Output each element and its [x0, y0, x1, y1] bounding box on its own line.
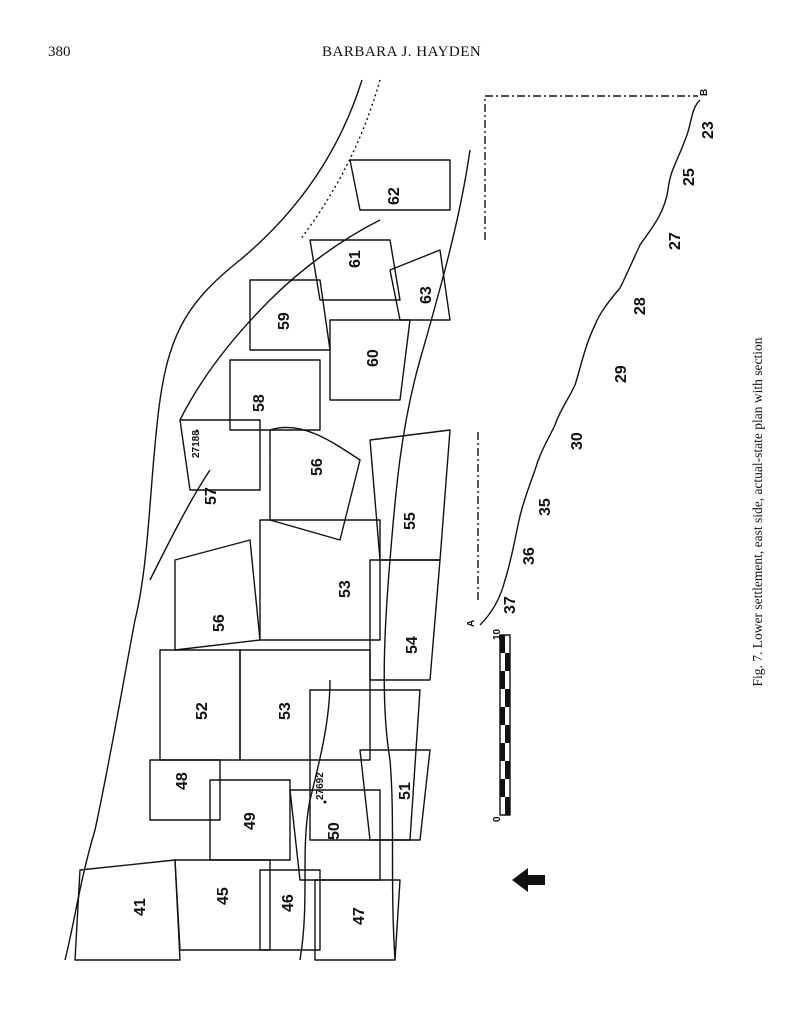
section-number: 28	[632, 297, 649, 315]
plan-outlines	[64, 79, 701, 961]
section-profile	[479, 99, 701, 626]
room-label: 48	[174, 772, 191, 790]
room-label: 59	[276, 312, 293, 330]
elevation-label: 27692	[315, 772, 326, 800]
section-labels: A B 37 36 35 30 29 28 27 25 23	[466, 89, 717, 627]
scale-max-label: 10	[492, 628, 503, 640]
room-label: 63	[418, 286, 435, 304]
room-label: 57	[203, 487, 220, 505]
section-number: 29	[613, 365, 630, 383]
room-label: 53	[277, 702, 294, 720]
room-label: 46	[280, 894, 297, 912]
room-label: 55	[402, 512, 419, 530]
section-number: 37	[502, 596, 519, 614]
scale-min-label: 0	[492, 816, 503, 822]
room-label: 56	[309, 458, 326, 476]
section-number: 25	[681, 168, 698, 186]
section-number: 36	[521, 547, 538, 565]
scale-labels: 0 10	[492, 628, 503, 822]
section-number: 30	[569, 432, 586, 450]
figure-caption: Fig. 7. Lower settlement, east side, act…	[750, 337, 765, 687]
section-number: 27	[667, 232, 684, 250]
running-head: BARBARA J. HAYDEN	[322, 44, 482, 60]
room-label: 60	[365, 349, 382, 367]
room-label: 49	[242, 812, 259, 830]
room-label: 62	[386, 187, 403, 205]
room-label: 47	[351, 907, 368, 925]
room-label: 54	[404, 636, 421, 654]
section-label-a: A	[466, 620, 477, 627]
settlement-east-edge	[383, 149, 471, 961]
room-label: 53	[337, 580, 354, 598]
room-label: 52	[194, 702, 211, 720]
room-label: 56	[211, 614, 228, 632]
room-labels: 41 45 46 47 48 49 50 51 52 53 53 54 55 5…	[132, 187, 435, 925]
room-label: 50	[326, 822, 343, 840]
page-number: 380	[48, 44, 71, 60]
room-label: 51	[397, 782, 414, 800]
elevation-labels: 27188 27692	[191, 429, 327, 804]
room-label: 58	[251, 394, 268, 412]
room-label: 45	[215, 887, 232, 905]
section-number: 23	[700, 121, 717, 139]
elevation-label: 27188	[191, 430, 202, 458]
settlement-outer-dotted-edge	[299, 79, 381, 241]
settlement-west-edge	[64, 79, 363, 961]
room-label: 41	[132, 898, 149, 916]
section-number: 35	[537, 498, 554, 516]
section-label-b: B	[699, 89, 710, 96]
scale-bar-segments	[500, 635, 510, 815]
north-arrow-icon	[512, 868, 545, 892]
room-label: 61	[347, 250, 364, 268]
section-line	[484, 95, 698, 240]
